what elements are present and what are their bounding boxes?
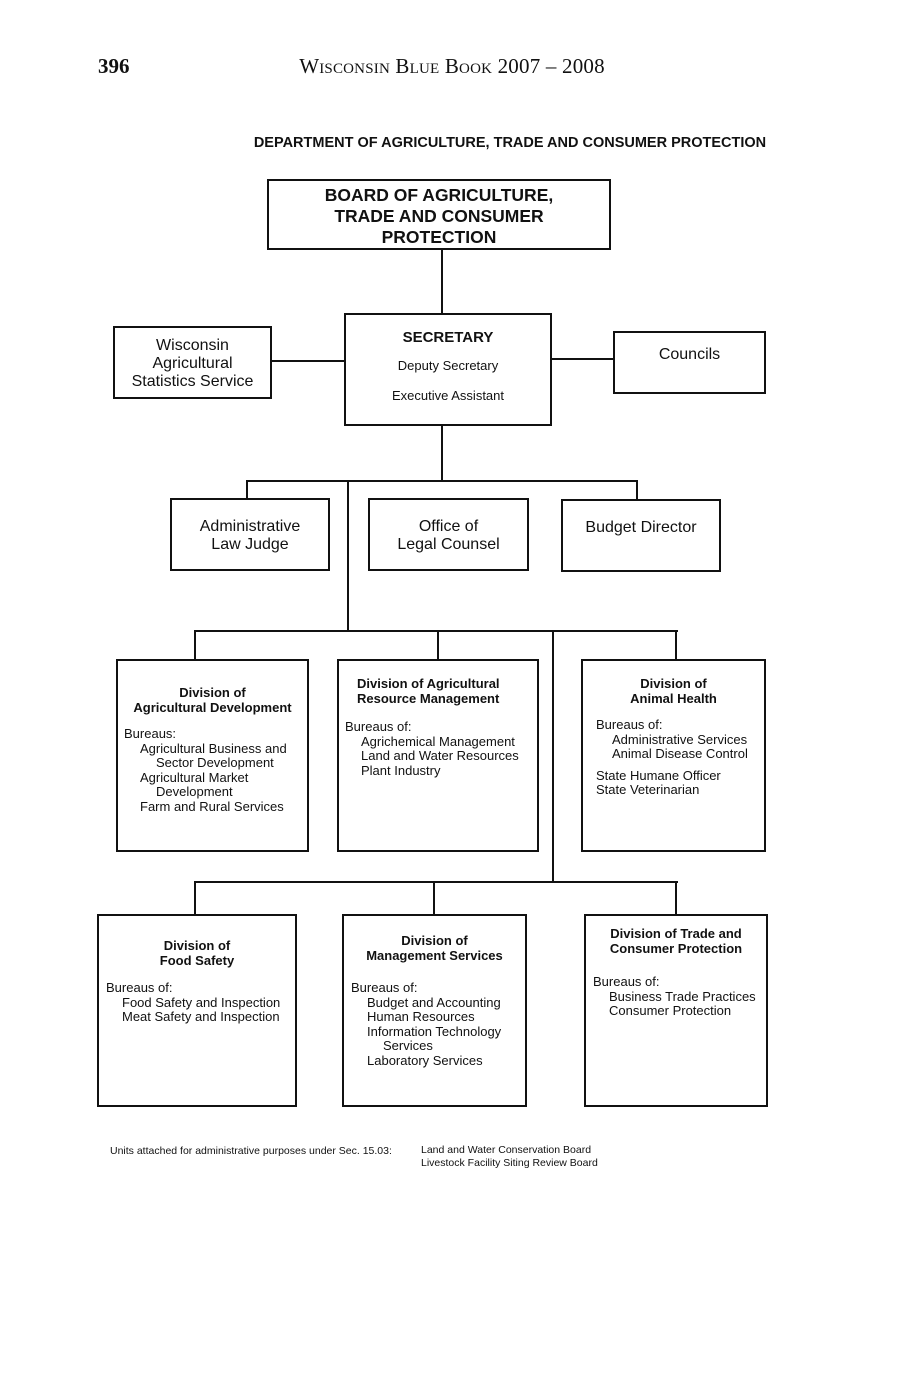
bureau-heading: Bureaus of: [351, 980, 418, 995]
stats-service-line: Statistics Service [131, 373, 254, 390]
division-title-line: Resource Management [357, 691, 500, 706]
bureau-item: Business Trade Practices [609, 988, 756, 1004]
bureau-item: Agricultural Market [140, 769, 249, 785]
bureau-item: Land and Water Resources [361, 748, 519, 764]
board-line: PROTECTION [381, 227, 497, 247]
chart-title: DEPARTMENT OF AGRICULTURE, TRADE AND CON… [253, 135, 767, 151]
secretary-title: SECRETARY [402, 329, 494, 346]
stats-service-line: Wisconsin [156, 337, 229, 354]
connector-secretary-down [441, 425, 443, 481]
division-title-line: Management Services [366, 948, 503, 963]
connector-ag-res [437, 630, 439, 661]
connector-trade [675, 881, 677, 916]
bureau-item: Consumer Protection [609, 1003, 732, 1019]
councils-label: Councils [658, 346, 721, 363]
connector-secretary-councils [550, 358, 614, 360]
bureau-item: Development [156, 784, 233, 800]
division-title-line: Animal Health [630, 691, 717, 706]
bureau-item: Agrichemical Management [361, 733, 515, 749]
connector-ag-dev [194, 630, 196, 661]
legal-counsel-line: Legal Counsel [397, 536, 500, 553]
bureau-item: Plant Industry [361, 762, 441, 778]
connector-main-trunk [347, 480, 349, 632]
bureau-heading: Bureaus of: [596, 717, 663, 732]
board-box: BOARD OF AGRICULTURE, TRADE AND CONSUMER… [267, 179, 611, 250]
division-title-line: Division of Trade and [610, 926, 742, 941]
connector-stats-secretary [271, 360, 345, 362]
bureau-item: Sector Development [156, 755, 274, 771]
secretary-box: SECRETARY Deputy Secretary Executive Ass… [344, 313, 552, 426]
attached-units: Land and Water Conservation Board Livest… [421, 1144, 598, 1169]
bureau-item: Administrative Services [612, 731, 748, 747]
bureau-item: Agricultural Business and [140, 740, 287, 756]
connector-staff-bar [246, 480, 638, 482]
division-animal-health: Division of Animal Health Bureaus of: Ad… [581, 659, 766, 852]
division-title-line: Division of [401, 933, 468, 948]
executive-assistant: Executive Assistant [392, 388, 504, 403]
connector-board-secretary [441, 249, 443, 314]
alj-line: Law Judge [211, 536, 289, 553]
connector-mgmt [433, 881, 435, 916]
alj-box: Administrative Law Judge [170, 498, 330, 571]
bureau-heading: Bureaus: [124, 726, 177, 741]
board-line: BOARD OF AGRICULTURE, [324, 185, 554, 205]
bureau-item: Food Safety and Inspection [122, 994, 281, 1010]
stats-service-box: Wisconsin Agricultural Statistics Servic… [113, 326, 272, 399]
legal-counsel-box: Office of Legal Counsel [368, 498, 529, 571]
board-line: TRADE AND CONSUMER [334, 206, 544, 226]
connector-animal [675, 630, 677, 661]
connector-food [194, 881, 196, 916]
division-title-line: Division of Agricultural [357, 676, 500, 691]
connector-division-row2-bar [194, 881, 678, 883]
connector-row2-trunk [552, 630, 554, 883]
division-agricultural-development: Division of Agricultural Development Bur… [116, 659, 309, 852]
alj-line: Administrative [199, 518, 301, 535]
bureau-item: Services [383, 1038, 433, 1054]
division-agricultural-resource-management: Division of Agricultural Resource Manage… [337, 659, 539, 852]
division-food-safety: Division of Food Safety Bureaus of: Food… [97, 914, 297, 1107]
office-item: State Humane Officer [596, 767, 721, 783]
connector-division-row1-bar [194, 630, 678, 632]
bureau-item: Information Technology [367, 1023, 502, 1039]
bureau-item: Budget and Accounting [367, 994, 501, 1010]
councils-box: Councils [613, 331, 766, 394]
bureau-heading: Bureaus of: [345, 719, 412, 734]
bureau-heading: Bureaus of: [593, 974, 660, 989]
bureau-item: Meat Safety and Inspection [122, 1009, 280, 1025]
running-head: Wisconsin Blue Book 2007 – 2008 [299, 54, 605, 78]
budget-director-label: Budget Director [585, 519, 697, 536]
page-number: 396 [98, 54, 130, 78]
budget-director-box: Budget Director [561, 499, 721, 572]
division-title-line: Division of [640, 676, 707, 691]
connector-budget [636, 480, 638, 501]
division-title-line: Division of [163, 938, 231, 953]
division-management-services: Division of Management Services Bureaus … [342, 914, 527, 1107]
bureau-item: Animal Disease Control [612, 746, 748, 762]
bureau-item: Human Resources [367, 1009, 475, 1025]
bureau-heading: Bureaus of: [106, 980, 173, 995]
legal-counsel-line: Office of [418, 518, 479, 535]
division-title-line: Agricultural Development [133, 700, 292, 715]
bureau-item: Farm and Rural Services [140, 798, 284, 814]
connector-alj [246, 480, 248, 500]
division-trade-consumer-protection: Division of Trade and Consumer Protectio… [584, 914, 768, 1107]
bureau-item: Laboratory Services [367, 1052, 483, 1068]
stats-service-line: Agricultural [152, 355, 233, 372]
attached-unit: Livestock Facility Siting Review Board [421, 1156, 598, 1169]
division-title-line: Consumer Protection [609, 941, 743, 956]
office-item: State Veterinarian [596, 782, 700, 798]
attached-unit: Land and Water Conservation Board [421, 1144, 592, 1156]
footnote-label: Units attached for administrative purpos… [110, 1145, 392, 1157]
division-title-line: Division of [179, 685, 246, 700]
division-title-line: Food Safety [159, 953, 235, 968]
deputy-secretary: Deputy Secretary [397, 358, 499, 373]
